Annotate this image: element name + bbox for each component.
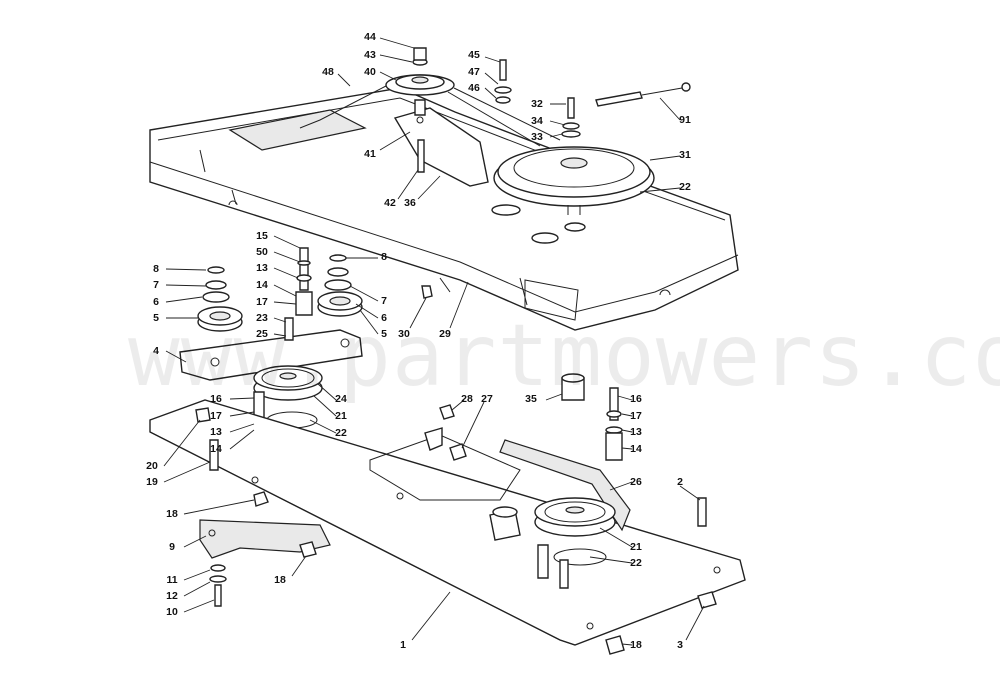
part-label-33: 33	[531, 131, 543, 143]
part-label-11: 11	[166, 574, 177, 586]
part-label-48: 48	[322, 66, 334, 78]
bearing-left	[197, 266, 243, 332]
part-label-12: 12	[166, 590, 178, 602]
drive-belt	[299, 85, 561, 147]
part-label-2: 2	[677, 476, 683, 488]
part-label-13a: 13	[256, 262, 268, 274]
shaft-stack-left	[284, 247, 313, 341]
part-label-17b: 17	[210, 410, 222, 422]
part-label-5a: 5	[153, 312, 159, 324]
part-label-22c: 22	[630, 557, 642, 569]
base-plate	[149, 399, 746, 646]
part-label-7b: 7	[381, 295, 387, 307]
toothed-belt	[499, 439, 631, 532]
watermark-text: www.partmowers.co.uk	[128, 306, 1000, 406]
part-label-1: 1	[400, 639, 406, 651]
part-label-9: 9	[169, 541, 175, 553]
spring-cable	[595, 82, 691, 107]
part-label-22b: 22	[335, 427, 347, 439]
main-pulley	[493, 146, 655, 215]
part-label-42: 42	[384, 197, 396, 209]
part-label-47: 47	[468, 66, 480, 78]
loose-fasteners	[195, 404, 717, 655]
part-label-20: 20	[146, 460, 158, 472]
leader-lines	[163, 37, 705, 646]
part-label-8a: 8	[153, 263, 159, 275]
part-label-18c: 18	[630, 639, 642, 651]
part-label-16b: 16	[630, 393, 642, 405]
part-label-17a: 17	[256, 296, 268, 308]
part-label-5b: 5	[381, 328, 387, 340]
part-label-19: 19	[146, 476, 158, 488]
part-label-18b: 18	[274, 574, 286, 586]
part-label-35: 35	[525, 393, 537, 405]
deck-cover	[149, 87, 739, 331]
bracket-plate	[179, 329, 363, 381]
part-label-41: 41	[364, 148, 376, 160]
shaft-stack-right	[605, 387, 623, 461]
part-label-25: 25	[256, 328, 268, 340]
part-label-40: 40	[364, 66, 376, 78]
part-label-46: 46	[468, 82, 480, 94]
part-label-22a: 22	[679, 181, 691, 193]
part-label-3: 3	[677, 639, 683, 651]
part-label-6b: 6	[381, 312, 387, 324]
part-label-36: 36	[404, 197, 416, 209]
part-label-7a: 7	[153, 279, 159, 291]
spacer-35	[561, 373, 585, 401]
part-label-17c: 17	[630, 410, 642, 422]
part-label-14a: 14	[256, 279, 268, 291]
part-label-50: 50	[256, 246, 268, 258]
spindle-hub	[489, 506, 521, 541]
part-label-43: 43	[364, 49, 376, 61]
part-label-91: 91	[679, 114, 691, 126]
idler-pulley	[385, 47, 455, 116]
part-label-28: 28	[461, 393, 473, 405]
part-label-16a: 16	[210, 393, 222, 405]
part-label-21b: 21	[630, 541, 642, 553]
part-label-21a: 21	[335, 410, 347, 422]
part-label-26: 26	[630, 476, 642, 488]
part-label-44: 44	[364, 31, 376, 43]
part-label-8b: 8	[381, 251, 387, 263]
part-label-27: 27	[481, 393, 493, 405]
part-label-34: 34	[531, 115, 543, 127]
part-label-24: 24	[335, 393, 347, 405]
part-label-30: 30	[398, 328, 410, 340]
part-label-29: 29	[439, 328, 451, 340]
bolts-top	[417, 59, 581, 299]
swing-plate	[199, 519, 331, 559]
part-label-15: 15	[256, 230, 268, 242]
part-label-13c: 13	[630, 426, 642, 438]
part-label-10: 10	[166, 606, 178, 618]
part-label-18a: 18	[166, 508, 178, 520]
part-label-4: 4	[153, 345, 159, 357]
part-label-6a: 6	[153, 296, 159, 308]
bearing-right	[317, 254, 363, 317]
toothed-pulley-lower	[534, 497, 616, 589]
part-label-45: 45	[468, 49, 480, 61]
part-label-13b: 13	[210, 426, 222, 438]
part-label-32: 32	[531, 98, 543, 110]
part-label-23: 23	[256, 312, 268, 324]
part-label-14c: 14	[630, 443, 642, 455]
part-label-14b: 14	[210, 443, 222, 455]
part-label-31: 31	[679, 149, 691, 161]
